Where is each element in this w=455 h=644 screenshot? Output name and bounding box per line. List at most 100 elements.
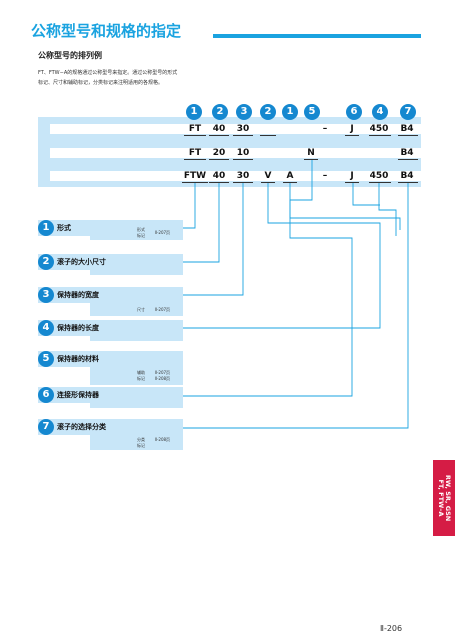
item-sub-panel: 辅助 Ⅱ-207页 标记 Ⅱ-208页 <box>90 367 183 385</box>
connector-material <box>183 160 353 397</box>
code-cell-form: FTW <box>183 171 207 181</box>
item-number: 7 <box>38 419 54 435</box>
underline <box>184 159 206 160</box>
ref-page: Ⅱ-207页 <box>155 230 171 235</box>
description-line: 标记、尺寸和辅助标记，分类标记来注明适用的各规格。 <box>38 80 164 86</box>
item-number: 3 <box>38 287 54 303</box>
item-label: 保持器的宽度 <box>57 291 99 299</box>
position-number-circle: 1 <box>186 104 202 120</box>
position-number-circle: 4 <box>372 104 388 120</box>
section-subtitle: 公称型号的排列例 <box>38 51 102 60</box>
underline <box>304 159 318 160</box>
spec-item-connected-cage: 6 连接形保持器 <box>38 387 183 403</box>
code-cell-joint: A <box>286 171 294 181</box>
ref-term: 辅助 <box>137 370 145 375</box>
code-cell-grade: B4 <box>400 148 414 158</box>
section-tab-line: RW, SR, GSN <box>444 474 452 522</box>
code-cell-size: 20 <box>212 148 226 158</box>
connector-number <box>378 183 397 236</box>
item-sub-panel: 尺寸 Ⅱ-207页 <box>90 303 183 316</box>
position-number-circle: 1 <box>282 104 298 120</box>
position-number-circle: 2 <box>260 104 276 120</box>
item-label: 形式 <box>57 224 71 232</box>
underline <box>209 135 229 136</box>
code-row-strip <box>50 171 421 181</box>
item-label: 保持器的长度 <box>57 324 99 332</box>
code-cell-dash: – <box>322 171 328 181</box>
underline <box>345 182 359 183</box>
section-tab-label: RW, SR, GSN FT, FTW–A <box>437 466 452 530</box>
code-cell-dash: – <box>322 124 328 134</box>
code-row-strip <box>50 148 421 158</box>
spec-item-roller-class: 7 滚子的选择分类 <box>38 419 183 435</box>
ref-page: Ⅱ-208页 <box>155 376 171 381</box>
ref-page: Ⅱ-208页 <box>155 437 171 442</box>
ref-term: 形式 <box>137 227 145 232</box>
item-sub-panel <box>90 270 183 275</box>
description-line: FT、FTW−A的规格通过公称型号来指定。通过公称型号的形式 <box>38 70 178 76</box>
code-cell-number: 450 <box>369 124 389 134</box>
position-number-circle: 7 <box>400 104 416 120</box>
underline <box>369 135 391 136</box>
underline <box>398 135 418 136</box>
ref-term: 标记 <box>137 233 145 238</box>
underline <box>345 135 359 136</box>
item-sub-panel <box>90 236 183 240</box>
underline <box>209 182 229 183</box>
code-cell-grade: B4 <box>400 171 414 181</box>
code-cell-width: 30 <box>236 124 250 134</box>
code-cell-size: 40 <box>212 124 226 134</box>
spec-item-cage-length: 4 保持器的长度 <box>38 320 183 336</box>
connector-size <box>183 183 220 263</box>
underline <box>283 182 297 183</box>
page-title: 公称型号和规格的指定 <box>31 22 182 40</box>
ref-term: 分类 <box>137 437 145 442</box>
underline <box>233 159 253 160</box>
item-label: 滚子的大小尺寸 <box>57 258 106 266</box>
underline <box>398 182 418 183</box>
code-cell-width: 30 <box>236 171 250 181</box>
ref-term: 尺寸 <box>137 307 145 312</box>
underline <box>233 135 253 136</box>
underline <box>398 159 418 160</box>
page-number: Ⅱ-206 <box>380 624 403 633</box>
code-cell-form: FT <box>188 148 202 158</box>
connector-accuracy <box>352 183 380 206</box>
code-cell-material: N <box>307 148 315 158</box>
underline <box>182 182 208 183</box>
code-cell-number: 450 <box>369 171 389 181</box>
position-number-circle: 6 <box>346 104 362 120</box>
position-number-circle: 3 <box>236 104 252 120</box>
underline <box>209 159 229 160</box>
connector-grade <box>183 183 409 429</box>
connector-form <box>183 183 196 229</box>
section-tab <box>433 460 455 536</box>
underline <box>369 182 391 183</box>
spec-item-form: 1 形式 <box>38 220 183 236</box>
section-tab-line: FT, FTW–A <box>437 479 445 517</box>
ref-page: Ⅱ-207页 <box>155 370 171 375</box>
code-cell-form: FT <box>188 124 202 134</box>
description: FT、FTW−A的规格通过公称型号来指定。通过公称型号的形式 标记、尺寸和辅助标… <box>38 68 258 88</box>
code-cell-length: V <box>264 171 272 181</box>
item-number: 2 <box>38 254 54 270</box>
code-cell-accuracy: J <box>350 124 354 134</box>
item-number: 1 <box>38 220 54 236</box>
code-cell-grade: B4 <box>400 124 414 134</box>
ref-term: 标记 <box>137 443 145 448</box>
spec-item-roller-size: 2 滚子的大小尺寸 <box>38 254 183 270</box>
spec-item-cage-width: 3 保持器的宽度 <box>38 287 183 303</box>
item-number: 4 <box>38 320 54 336</box>
item-sub-panel: 分类 Ⅱ-208页 标记 <box>90 435 183 450</box>
underline <box>261 182 275 183</box>
item-refs: 形式 标记 Ⅱ-207页 <box>90 224 183 240</box>
connector-length <box>183 183 381 329</box>
item-number: 6 <box>38 387 54 403</box>
item-number: 5 <box>38 351 54 367</box>
underline <box>184 135 206 136</box>
spec-item-cage-material: 5 保持器的材料 <box>38 351 183 367</box>
ref-term: 标记 <box>137 376 145 381</box>
connector-width <box>183 183 244 296</box>
item-label: 滚子的选择分类 <box>57 423 106 431</box>
